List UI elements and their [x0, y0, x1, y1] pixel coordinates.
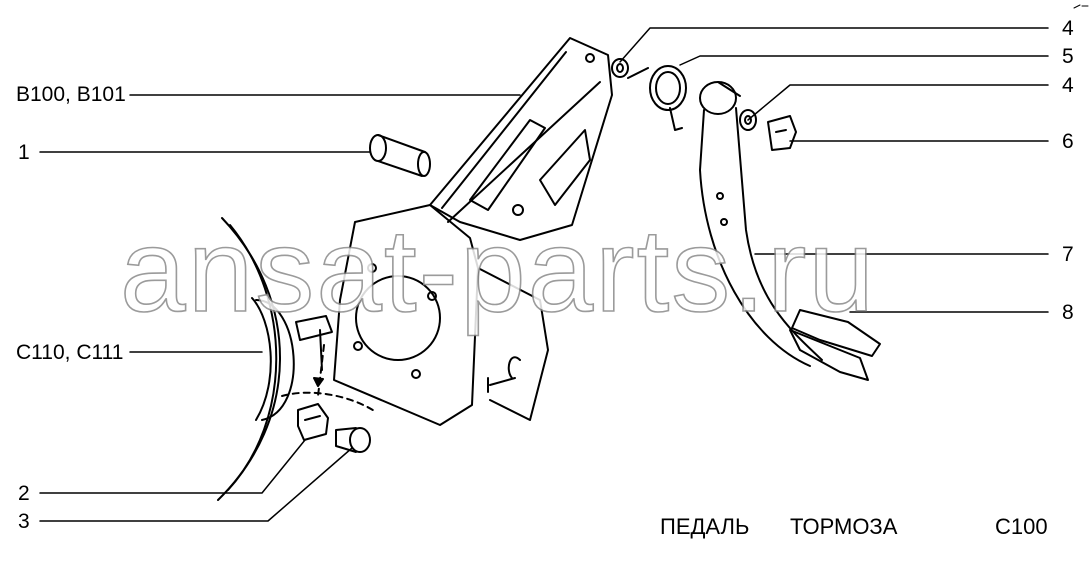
callout-b100-b101: B100, B101: [16, 83, 126, 106]
callout-3: 3: [18, 510, 30, 533]
corner-mark: [1073, 4, 1089, 9]
callout-4-bottom: 4: [1062, 74, 1074, 97]
leader-lines: [39, 27, 1049, 522]
callout-c110-c111: C110, C111: [16, 341, 124, 364]
leader-3: [39, 447, 353, 522]
bulkhead-arc: [217, 217, 295, 501]
leader-4-top: [619, 27, 1049, 63]
spring-part-5: [627, 65, 687, 131]
leader-2: [39, 439, 306, 494]
pin-part-3: [335, 427, 371, 453]
arrow-head: [313, 377, 324, 387]
footer-word-pedal: ПЕДАЛЬ: [660, 514, 750, 539]
watermark-text: ansat-parts.ru: [119, 205, 876, 337]
callout-2: 2: [18, 482, 30, 505]
leader-4-bottom: [747, 84, 1049, 121]
footer-code: C100: [995, 514, 1048, 539]
clip-part-6: [767, 115, 797, 151]
axle-part-1: [369, 134, 431, 177]
callout-8: 8: [1062, 301, 1074, 324]
clip-part-2: [297, 403, 329, 441]
pedal-bracket: [429, 37, 613, 241]
booster-rod: [295, 315, 333, 371]
callout-1: 1: [18, 141, 30, 164]
leader-5: [679, 55, 1049, 66]
callout-6: 6: [1062, 130, 1074, 153]
pedal-arm-part-7: [699, 81, 823, 367]
footer-word-brake: ТОРМОЗА: [790, 514, 898, 539]
housing-box: [477, 267, 549, 421]
mounting-plate: [333, 204, 479, 426]
callout-7: 7: [1062, 243, 1074, 266]
callout-4-top: 4: [1062, 17, 1074, 40]
washer-part-4-top: [611, 58, 629, 78]
pedal-pad-part-8: [789, 309, 881, 381]
assembly-arrow: [281, 344, 377, 413]
callout-5: 5: [1062, 45, 1074, 68]
washer-part-4-bottom: [739, 109, 757, 131]
